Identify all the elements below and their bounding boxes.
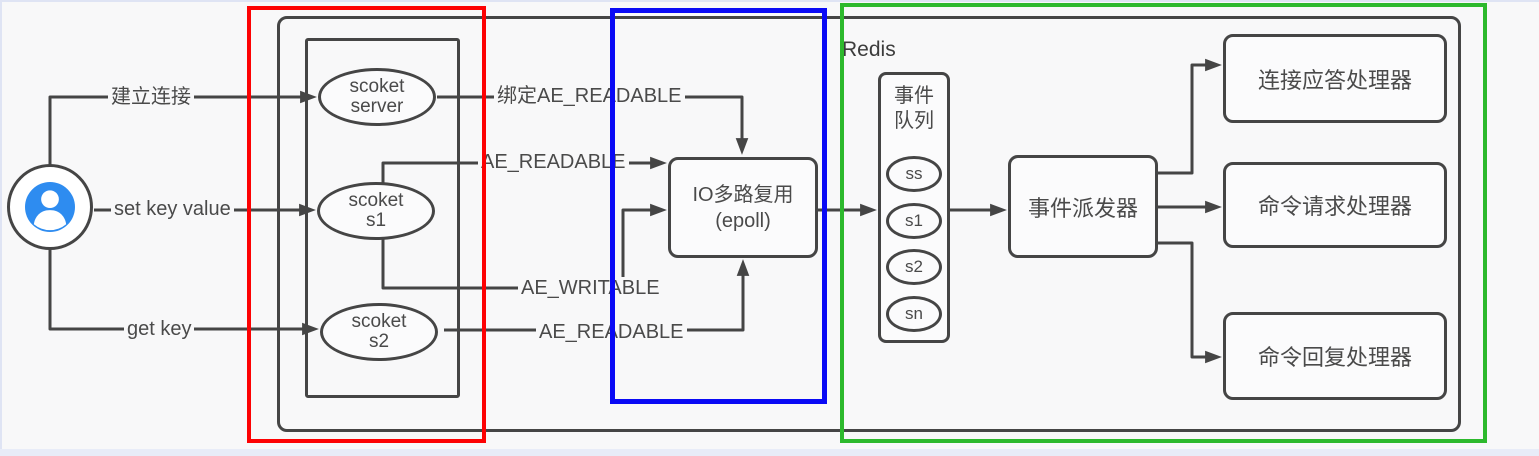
queue-item-s2: s2 bbox=[886, 249, 942, 285]
socket-group-box bbox=[305, 38, 460, 398]
event-dispatcher-label: 事件派发器 bbox=[1027, 195, 1138, 221]
label-establish-connection: 建立连接 bbox=[108, 86, 194, 108]
queue-item-s1: s1 bbox=[886, 203, 942, 239]
io-multiplexer-box: IO多路复用 (epoll) bbox=[668, 157, 818, 258]
io-multiplexer-label-2: (epoll) bbox=[715, 209, 771, 232]
handler-command-reply: 命令回复处理器 bbox=[1223, 312, 1447, 400]
socket-s1-label-2: s1 bbox=[365, 210, 387, 231]
user-avatar bbox=[7, 164, 93, 250]
event-dispatcher-box: 事件派发器 bbox=[1008, 155, 1158, 258]
handler-command-request: 命令请求处理器 bbox=[1223, 162, 1447, 248]
socket-s2-label-1: scoket bbox=[351, 311, 407, 333]
queue-item-ss: ss bbox=[886, 156, 942, 192]
event-queue-title-2: 队列 bbox=[894, 110, 934, 132]
handler-connection-reply: 连接应答处理器 bbox=[1223, 34, 1447, 123]
user-icon bbox=[25, 182, 75, 232]
handler-command-request-label: 命令请求处理器 bbox=[1257, 194, 1412, 219]
label-ae-writable-s1: AE_WRITABLE bbox=[518, 277, 663, 299]
queue-item-sn-label: sn bbox=[905, 304, 923, 324]
label-get-key: get key bbox=[124, 318, 195, 340]
page-left-edge bbox=[0, 0, 2, 456]
socket-s1-label-1: scoket bbox=[348, 190, 404, 212]
handler-command-reply-label: 命令回复处理器 bbox=[1257, 345, 1412, 370]
event-queue-title: 事件 队列 bbox=[878, 84, 950, 134]
label-bind-ae-readable: 绑定AE_READABLE bbox=[494, 85, 685, 107]
label-ae-readable-s1: AE_READABLE bbox=[478, 151, 629, 173]
label-set-key-value: set key value bbox=[111, 198, 234, 220]
queue-item-s1-label: s1 bbox=[905, 211, 923, 231]
socket-server-oval: scoket server bbox=[318, 68, 436, 126]
socket-server-label-2: server bbox=[350, 96, 404, 117]
socket-s2-label-2: s2 bbox=[368, 331, 390, 352]
page-bottom-strip bbox=[0, 449, 1539, 456]
label-ae-readable-s2: AE_READABLE bbox=[536, 321, 687, 343]
queue-item-ss-label: ss bbox=[905, 164, 923, 184]
socket-s2-oval: scoket s2 bbox=[320, 303, 438, 361]
server-outer-container bbox=[277, 16, 1461, 432]
queue-item-s2-label: s2 bbox=[905, 257, 923, 277]
io-multiplexer-label-1: IO多路复用 bbox=[692, 183, 794, 206]
socket-server-label-1: scoket bbox=[349, 76, 405, 98]
queue-item-sn: sn bbox=[886, 296, 942, 332]
page-top-edge bbox=[0, 0, 1539, 2]
socket-s1-oval: scoket s1 bbox=[317, 182, 435, 240]
redis-title: Redis bbox=[842, 38, 896, 61]
event-queue-title-1: 事件 bbox=[894, 85, 934, 107]
handler-connection-reply-label: 连接应答处理器 bbox=[1257, 67, 1412, 93]
